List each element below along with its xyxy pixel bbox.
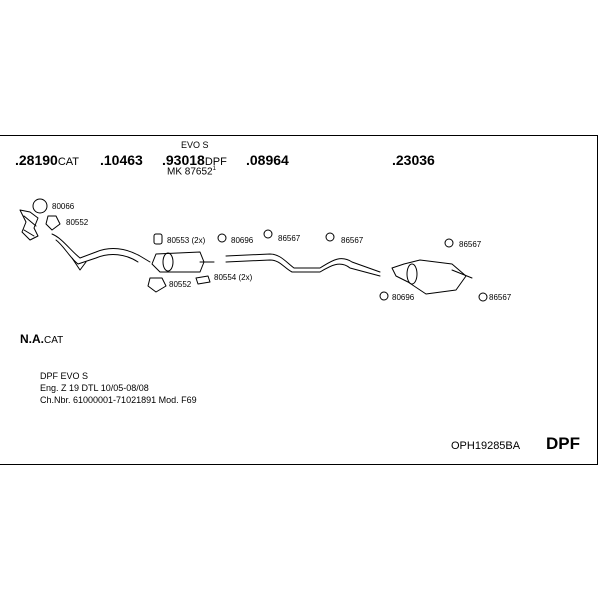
na-note: N.A.CAT [20, 332, 63, 346]
gasket-icon [195, 275, 211, 285]
part-number: .23036 [392, 152, 435, 168]
hardware-label: 86567 [459, 240, 482, 249]
hardware-label: 80552 [66, 218, 89, 227]
part-number-dpf: .93018DPF [162, 152, 227, 168]
part-number: .08964 [246, 152, 289, 168]
catalyst-bracket [19, 209, 39, 241]
hardware-label: 80696 [231, 236, 254, 245]
rear-silencer [391, 259, 467, 295]
mount-icon [325, 232, 335, 242]
mount-icon [217, 233, 227, 243]
part-number-middle-pipe: .08964 [246, 152, 289, 168]
set-code: OPH19285BA [451, 440, 521, 452]
mk-number: MK 87652 [167, 166, 213, 178]
clamp-icon [153, 233, 163, 245]
part-number-rear-silencer: .23036 [392, 152, 435, 168]
diagram-frame [0, 135, 598, 465]
evo-label: EVO S [181, 140, 209, 150]
flange-icon [45, 215, 61, 231]
mk-label: MK 876521 [167, 166, 216, 177]
hardware-label: 80553 (2x) [167, 236, 206, 245]
part-number-front-pipe: .10463 [100, 152, 143, 168]
mk-note: 1 [212, 166, 216, 172]
front-pipe [51, 233, 151, 263]
mount-icon [263, 229, 273, 239]
part-number-catalyst: .28190CAT [15, 152, 79, 168]
spec-line: Ch.Nbr. 61000001-71021891 Mod. F69 [40, 395, 197, 405]
hardware-label: 86567 [489, 293, 512, 302]
hardware-label: 86567 [341, 236, 364, 245]
dpf-badge: DPF [546, 434, 580, 453]
mount-icon [478, 292, 488, 302]
ring-icon [32, 198, 48, 214]
part-suffix: CAT [57, 156, 80, 168]
middle-pipe [225, 253, 381, 273]
mount-icon [444, 238, 454, 248]
na-main: N.A. [20, 332, 44, 346]
mount-icon [379, 291, 389, 301]
part-number: .28190 [15, 152, 58, 168]
part-suffix: DPF [204, 156, 227, 168]
hardware-label: 86567 [278, 234, 301, 243]
hardware-label: 80696 [392, 293, 415, 302]
part-number: .93018 [162, 152, 205, 168]
hardware-label: 80552 [169, 280, 192, 289]
part-number: .10463 [100, 152, 143, 168]
spec-line: Eng. Z 19 DTL 10/05-08/08 [40, 383, 149, 393]
hardware-label: 80554 (2x) [214, 273, 253, 282]
dpf-body [151, 251, 205, 273]
hardware-label: 80066 [52, 202, 75, 211]
na-suffix: CAT [44, 335, 64, 346]
flange-icon [147, 277, 167, 293]
spec-line: DPF EVO S [40, 371, 89, 381]
